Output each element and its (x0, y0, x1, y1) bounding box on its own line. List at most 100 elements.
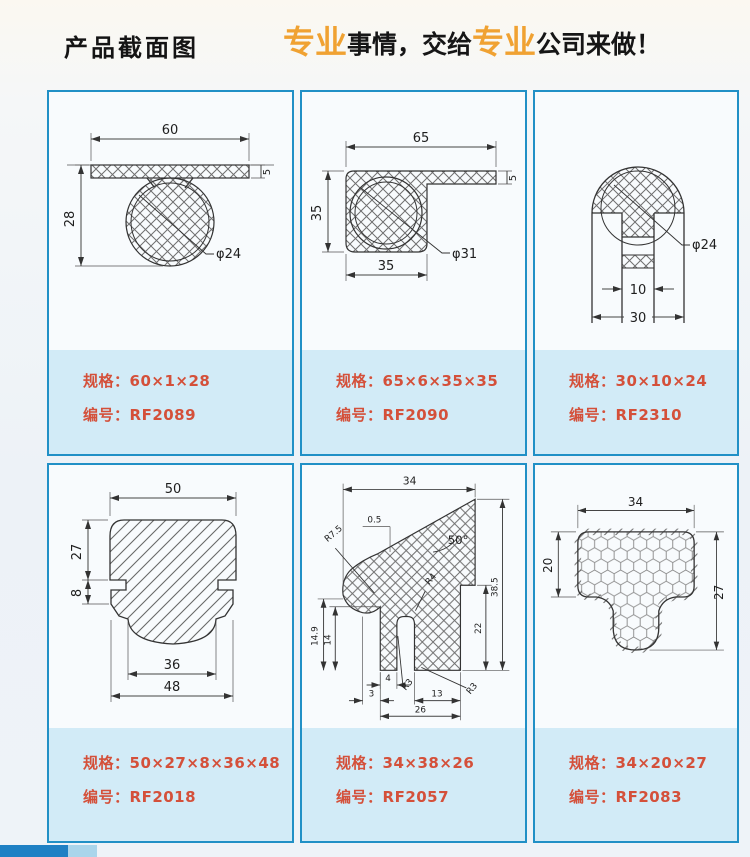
cross-section-drawing-rf2057: 34 0.5 50° R7.5 14.9 14 (310, 474, 509, 720)
spec-label: 规格： (569, 754, 616, 772)
code-value: RF2089 (129, 406, 197, 424)
dim-top-width: 34 (628, 494, 643, 508)
slogan-highlight-1: 专业 (283, 23, 348, 61)
spec-area-rf2089: 规格：60×1×28 编号：RF2089 (49, 350, 292, 454)
dim-r3b: R3 (464, 681, 479, 696)
drawing-area-rf2089: 60 28 5 φ24 (49, 92, 292, 350)
drawing-area-rf2057: 34 0.5 50° R7.5 14.9 14 (302, 465, 525, 728)
spec-label: 规格： (83, 754, 130, 772)
drawing-area-rf2083: 34 20 27 (535, 465, 737, 728)
page-title: 产品截面图 (64, 34, 199, 62)
profile-shape (574, 528, 698, 653)
profile-shape (591, 166, 685, 323)
dim-top-width: 34 (402, 474, 416, 487)
dim-tiny: 0.5 (367, 515, 381, 525)
dimension-lines: 60 28 5 φ24 (63, 123, 273, 266)
dimension-lines: 50 27 8 36 48 (70, 482, 237, 702)
code-label: 编号： (569, 406, 616, 424)
panel-rf2089: 60 28 5 φ24 规格：60×1×28 编号：RF2089 (47, 90, 294, 456)
spec-area-rf2310: 规格：30×10×24 编号：RF2310 (535, 350, 737, 454)
dim-diameter: φ24 (692, 238, 717, 253)
dim-top-width: 65 (413, 131, 430, 146)
dim-bottom-width: 35 (378, 259, 395, 274)
spec-area-rf2018: 规格：50×27×8×36×48 编号：RF2018 (49, 728, 292, 841)
code-value: RF2018 (129, 788, 197, 806)
page-header: 产品截面图 专业事情，交给专业公司来做！ (0, 20, 750, 80)
dim-left-height: 35 (310, 205, 325, 222)
cross-section-drawing-rf2310: 10 30 φ24 (591, 166, 717, 326)
cross-section-drawing-rf2018: 50 27 8 36 48 (70, 482, 237, 702)
spec-label: 规格： (83, 372, 130, 390)
spec-area-rf2090: 规格：65×6×35×35 编号：RF2090 (302, 350, 525, 454)
dim-outer-width: 48 (164, 680, 181, 695)
dim-right-height: 27 (712, 584, 726, 599)
dim-top-width: 50 (165, 482, 182, 497)
dim-left-height: 20 (541, 557, 555, 572)
dim-top-width: 60 (162, 123, 179, 138)
profile-shape (109, 518, 237, 645)
dim-b3: 13 (431, 689, 442, 699)
panel-rf2083: 34 20 27 规格：34×20×27 编号：RF2083 (533, 463, 739, 843)
dim-b2: 3 (368, 689, 374, 699)
spec-label: 规格： (569, 372, 616, 390)
dim-b1: 4 (385, 674, 391, 684)
spec-area-rf2057: 规格：34×38×26 编号：RF2057 (302, 728, 525, 841)
dim-diameter: φ24 (216, 247, 241, 262)
spec-area-rf2083: 规格：34×20×27 编号：RF2083 (535, 728, 737, 841)
code-label: 编号： (569, 788, 616, 806)
code-label: 编号： (83, 406, 130, 424)
slogan-text-2: 公司来做！ (536, 30, 662, 59)
dim-inner-width: 36 (164, 658, 181, 673)
code-value: RF2057 (382, 788, 450, 806)
dim-base: 30 (630, 311, 647, 326)
dim-hook-radius: R7.5 (322, 523, 344, 544)
dimension-lines: 10 30 φ24 (592, 184, 717, 326)
code-value: RF2083 (615, 788, 683, 806)
dimension-lines: 34 20 27 (541, 494, 726, 650)
code-value: RF2090 (382, 406, 450, 424)
product-grid: 60 28 5 φ24 规格：60×1×28 编号：RF2089 (47, 90, 739, 850)
panel-rf2090: 65 35 35 5 φ31 规格：6 (300, 90, 527, 456)
spec-label: 规格： (336, 754, 383, 772)
dim-gap: 10 (630, 283, 647, 298)
slogan-highlight-2: 专业 (472, 23, 537, 61)
dim-left-height: 28 (63, 210, 78, 227)
dim-angle: 50° (447, 533, 468, 547)
cross-section-drawing-rf2089: 60 28 5 φ24 (63, 123, 274, 267)
spec-value: 60×1×28 (129, 372, 211, 390)
profile-shape (345, 170, 497, 253)
grid-row-2: 50 27 8 36 48 规格： 50 (47, 463, 739, 843)
profile-shape (341, 497, 476, 671)
cross-section-drawing-rf2083: 34 20 27 (541, 494, 726, 653)
drawing-area-rf2310: 10 30 φ24 (535, 92, 737, 350)
spec-value: 50×27×8×36×48 (129, 754, 281, 772)
code-label: 编号： (83, 788, 130, 806)
dim-left-outer: 14.9 (310, 626, 320, 646)
panel-rf2018: 50 27 8 36 48 规格： 50 (47, 463, 294, 843)
dim-lower-height: 8 (70, 588, 85, 596)
drawing-area-rf2090: 65 35 35 5 φ31 (302, 92, 525, 350)
spec-value: 34×38×26 (382, 754, 475, 772)
code-label: 编号： (336, 406, 383, 424)
grid-row-1: 60 28 5 φ24 规格：60×1×28 编号：RF2089 (47, 90, 739, 456)
dim-lip: 5 (262, 168, 273, 174)
dim-right-inner: 22 (473, 622, 483, 633)
spec-label: 规格： (336, 372, 383, 390)
code-value: RF2310 (615, 406, 683, 424)
footer-bar-dark (0, 845, 68, 857)
spec-value: 34×20×27 (615, 754, 708, 772)
slogan: 专业事情，交给专业公司来做！ (283, 20, 661, 70)
dim-left-inner: 14 (323, 634, 333, 646)
dim-lip: 5 (508, 175, 519, 181)
dimension-lines: 65 35 35 5 φ31 (310, 131, 519, 281)
code-label: 编号： (336, 788, 383, 806)
dim-diameter: φ31 (452, 247, 477, 262)
dim-b4: 26 (414, 705, 426, 715)
panel-rf2057: 34 0.5 50° R7.5 14.9 14 (300, 463, 527, 843)
drawing-area-rf2018: 50 27 8 36 48 (49, 465, 292, 728)
dim-upper-height: 27 (70, 543, 85, 560)
spec-value: 30×10×24 (615, 372, 708, 390)
dim-right-outer: 38.5 (490, 577, 500, 597)
panel-rf2310: 10 30 φ24 规格：30×10×24 编号：RF2310 (533, 90, 739, 456)
spec-value: 65×6×35×35 (382, 372, 499, 390)
